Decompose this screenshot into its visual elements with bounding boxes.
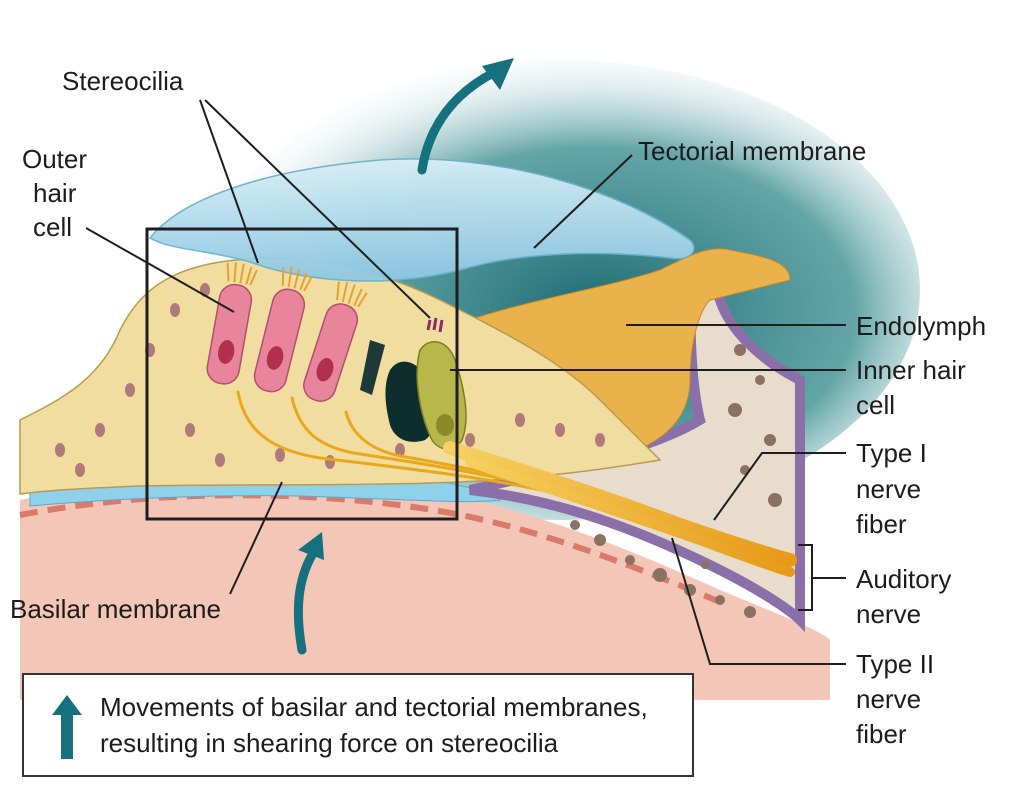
legend-line-1: Movements of basilar and tectorial membr… (100, 692, 648, 722)
nerve-fibers (236, 390, 797, 577)
label-type-i-line2: nerve (856, 474, 922, 504)
label-auditory-nerve-line1: Auditory (856, 564, 952, 594)
tectorial-membrane (148, 158, 695, 282)
legend: Movements of basilar and tectorial membr… (22, 673, 694, 777)
label-type-i-line3: fiber (856, 509, 907, 539)
tectorial-movement-arrow-icon (417, 67, 500, 175)
basilar-movement-arrow-icon (293, 550, 317, 655)
tunnel-space-small (360, 340, 385, 395)
outer-hair-cells (206, 262, 368, 402)
label-basilar-membrane: Basilar membrane (10, 594, 221, 624)
lower-connective-tissue (20, 476, 830, 700)
basilar-arrow-head-icon (298, 532, 324, 560)
label-inner-hair-cell-line1: Inner hair (856, 355, 966, 385)
label-type-ii-line2: nerve (856, 684, 922, 714)
bone-pores (570, 344, 782, 618)
capillary-layer (19, 492, 722, 605)
up-arrow-icon (52, 695, 82, 759)
label-type-i-line1: Type I (856, 438, 927, 468)
label-type-ii-line1: Type II (856, 649, 935, 679)
label-endolymph: Endolymph (856, 311, 987, 341)
label-auditory-nerve-line2: nerve (856, 599, 922, 629)
legend-text: Movements of basilar and tectorial membr… (100, 689, 648, 761)
label-outer-hair-cell-line3: cell (33, 212, 73, 242)
label-inner-hair-cell-line2: cell (856, 390, 896, 420)
leader-lines (85, 99, 846, 665)
label-stereocilia: Stereocilia (62, 66, 184, 96)
label-tectorial-membrane: Tectorial membrane (638, 136, 867, 166)
inner-hair-cell (416, 317, 467, 450)
label-outer-hair-cell-line2: hair (33, 178, 77, 208)
label-outer-hair-cell-line1: Outer (22, 144, 88, 174)
supporting-cell-nuclei (55, 283, 605, 477)
tectorial-arrow-head-icon (482, 58, 514, 90)
magnification-box (145, 227, 459, 521)
label-type-ii-line3: fiber (856, 719, 907, 749)
legend-line-2: resulting in shearing force on stereocil… (100, 728, 559, 758)
